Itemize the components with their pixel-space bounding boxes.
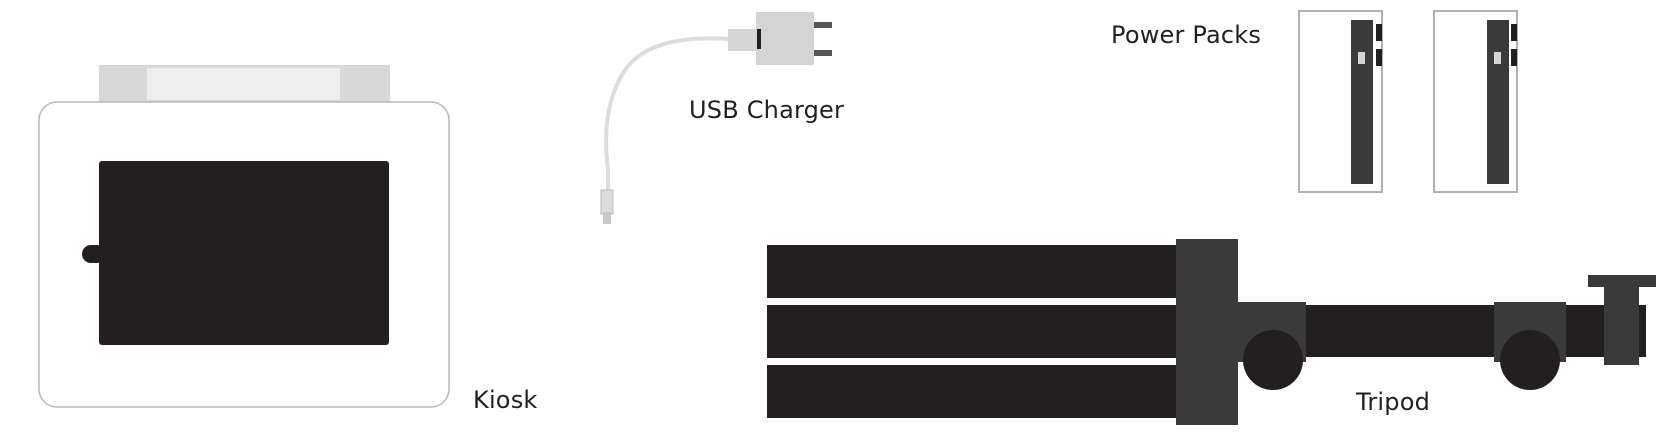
power-pack-1-indicator (1358, 52, 1365, 64)
label-kiosk: Kiosk (473, 386, 538, 414)
tripod-knob-2 (1500, 330, 1560, 390)
power-pack-1-port-top (1376, 24, 1382, 41)
usb-charger-plug-neck (728, 29, 758, 51)
label-power-packs: Power Packs (1111, 21, 1262, 49)
power-pack-1 (1298, 10, 1383, 193)
usb-charger-brick (756, 12, 814, 65)
kiosk-tablet-screen (99, 161, 389, 345)
usb-charger-connector-tip (603, 212, 611, 224)
tripod-mount-stem (1604, 283, 1639, 365)
usb-charger-port (757, 29, 761, 49)
tripod-arm (1306, 305, 1646, 357)
tripod-illustration (767, 239, 1656, 425)
kiosk-top-mount-inner (147, 68, 340, 100)
tripod-mount-plate (1588, 275, 1656, 287)
label-usb-charger: USB Charger (689, 96, 845, 124)
label-tripod: Tripod (1356, 388, 1431, 416)
tripod-leg-1 (767, 245, 1182, 298)
power-pack-2-port-bottom (1511, 49, 1517, 66)
usb-charger-prong-bottom (814, 50, 832, 56)
power-pack-1-port-bottom (1376, 49, 1382, 66)
usb-charger-illustration (600, 12, 832, 224)
usb-charger-connector (600, 189, 614, 215)
power-pack-2-port-top (1511, 24, 1517, 41)
power-pack-1-body (1351, 20, 1373, 184)
power-pack-2 (1433, 10, 1518, 193)
kiosk-illustration (38, 65, 450, 408)
power-pack-2-body (1487, 20, 1509, 184)
tripod-knob-1 (1243, 330, 1303, 390)
tripod-leg-3 (767, 365, 1182, 418)
tripod-leg-2 (767, 305, 1182, 358)
usb-charger-cable (604, 36, 730, 194)
usb-charger-prong-top (814, 22, 832, 28)
tripod-hub (1176, 239, 1238, 425)
power-pack-2-indicator (1494, 52, 1501, 64)
